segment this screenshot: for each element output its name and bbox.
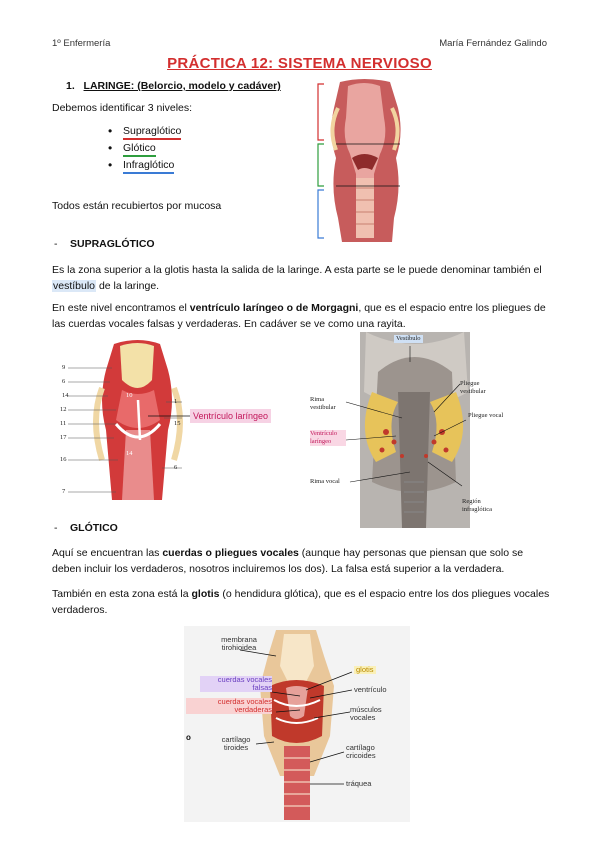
level-supraglotico: Supraglótico [123,124,182,140]
label-region-infraglotica: Región infraglótica [462,498,492,513]
label-pliegue-vocal: Pliegue vocal [468,412,504,419]
level-infraglotico: Infraglótico [123,158,175,174]
subheading-supraglotico: -SUPRAGLÓTICO [54,238,155,250]
glottis-illustration [239,630,353,820]
label-ventriculo: ventrículo [354,685,387,694]
label-ventriculo: Ventrículo laríngeo [310,430,346,446]
label-cricoides: cartílago cricoides [346,743,376,760]
larynx-numbered-illustration [68,340,190,500]
figure-number: 14 [126,450,133,457]
figure-number: 17 [60,434,67,441]
section-title: LARINGE: (Belorcio, modelo y cadáver) [83,80,281,92]
glottis-figure: membrana tirohioidea cuerdas vocales fal… [184,626,410,822]
level-glotico: Glótico [123,141,156,157]
label-rima-vocal: Rima vocal [310,478,340,485]
vestibulo-highlight: vestíbulo [52,280,97,292]
glotico-paragraph-1: Aquí se encuentran las cuerdas o pliegue… [52,547,524,575]
glotico-paragraph-2: También en esta zona está la glotis (o h… [52,588,550,616]
figure-number: 9 [62,364,66,371]
label-pliegue-vestibular: Pliegue vestibular [460,380,486,395]
mucosa-text: Todos están recubiertos por mucosa [52,200,222,212]
figure-number: 1 [174,398,178,405]
larynx-coronal-illustration [345,332,470,528]
page-title: PRÁCTICA 12: SISTEMA NERVIOSO [167,55,432,72]
larynx-section-illustration [317,79,401,242]
figure-number: 7 [62,488,66,495]
figure-number: 14 [62,392,69,399]
label-membrana: membrana tirohioidea [221,635,257,652]
label-rima-vestibular: Rima vestibular [310,396,336,411]
subheading-glotico: -GLÓTICO [54,522,118,534]
intro-text: Debemos identificar 3 niveles: [52,102,193,114]
supra-paragraph-2: En este nivel encontramos el ventrículo … [52,302,546,330]
figure-number: 10 [126,392,133,399]
label-vestibulo: Vestíbulo [394,335,423,343]
figure-number: 6 [174,464,178,471]
figure-number: 11 [60,420,67,427]
label-glotis: glotis [354,665,376,674]
header-author: María Fernández Galindo [439,38,547,49]
figure-number: 16 [60,456,67,463]
label-traquea: tráquea [346,779,372,788]
label-cuerdas-verdaderas: cuerdas vocales verdaderas [186,698,272,714]
list-item: Infraglótico [108,158,181,175]
list-item: Glótico [108,141,181,158]
figure-number: 12 [60,406,67,413]
label-tiroides: cartílago tiroides [221,735,251,752]
ventriculo-callout: Ventrículo laríngeo [190,409,272,423]
list-item: Supraglótico [108,124,182,141]
figure-number: 15 [174,420,181,427]
larynx-coronal-figure: Vestíbulo Rima vestibular Ventrículo lar… [306,332,512,528]
label-cuerdas-falsas: cuerdas vocales falsas [200,676,272,692]
stray-mark: o [186,733,191,742]
header-course: 1º Enfermería [52,38,111,49]
section-heading: 1. LARINGE: (Belorcio, modelo y cadáver) [66,80,281,92]
supra-paragraph-1: Es la zona superior a la glotis hasta la… [52,264,542,292]
larynx-section-figure [308,78,420,244]
figure-number: 6 [62,378,66,385]
larynx-numbered-figure: 9 6 14 12 11 17 16 7 10 14 1 15 6 Ventrí… [56,340,286,506]
levels-list: Supraglótico Glótico Infraglótico [108,124,182,175]
section-number: 1. [66,80,75,92]
label-musculos: músculos vocales [350,705,382,722]
